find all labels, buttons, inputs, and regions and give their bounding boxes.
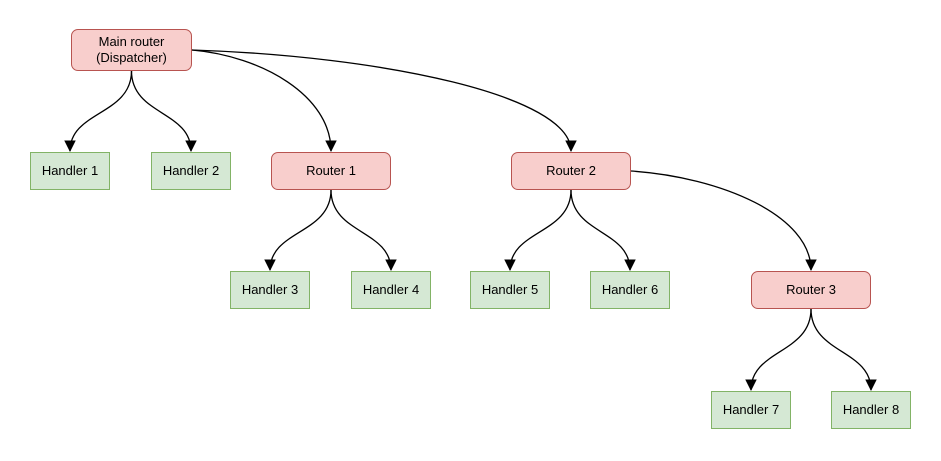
edge-router-1-to-handler-4: [330, 189, 397, 271]
edge-group: [64, 49, 877, 391]
edge-router-1-to-handler-3: [264, 189, 332, 271]
node-label: Router 2: [546, 162, 596, 178]
edge-main-router-to-handler-2: [130, 70, 197, 152]
node-label: (Dispatcher): [96, 50, 167, 65]
node-handler-4[interactable]: Handler 4: [351, 271, 431, 309]
node-label: Handler 6: [601, 281, 659, 297]
node-router-1[interactable]: Router 1: [271, 152, 391, 190]
node-label: Handler 8: [842, 401, 900, 417]
node-label: Router 3: [786, 281, 836, 297]
edge-router-2-to-router-3: [630, 170, 817, 271]
node-router-3[interactable]: Router 3: [751, 271, 871, 309]
node-label: Handler 2: [162, 162, 220, 178]
node-handler-2[interactable]: Handler 2: [151, 152, 231, 190]
node-label: Router 1: [306, 162, 356, 178]
node-label: Handler 4: [362, 281, 420, 297]
node-main-router[interactable]: Main router(Dispatcher): [71, 29, 192, 71]
edge-router-2-to-handler-6: [570, 189, 636, 271]
edge-router-3-to-handler-7: [745, 308, 812, 391]
edge-router-3-to-handler-8: [810, 308, 877, 391]
node-handler-1[interactable]: Handler 1: [30, 152, 110, 190]
node-handler-8[interactable]: Handler 8: [831, 391, 911, 429]
node-handler-5[interactable]: Handler 5: [470, 271, 550, 309]
edge-main-router-to-handler-1: [64, 70, 133, 152]
node-handler-3[interactable]: Handler 3: [230, 271, 310, 309]
edge-main-router-to-router-1: [191, 49, 337, 152]
node-label: Handler 1: [41, 162, 99, 178]
node-handler-6[interactable]: Handler 6: [590, 271, 670, 309]
edge-main-router-to-router-2: [191, 49, 577, 152]
node-label: Handler 3: [241, 281, 299, 297]
node-label: Main router: [98, 33, 165, 49]
node-router-2[interactable]: Router 2: [511, 152, 631, 190]
edge-router-2-to-handler-5: [504, 189, 572, 271]
node-label: Handler 5: [481, 281, 539, 297]
node-label: Handler 7: [722, 401, 780, 417]
node-handler-7[interactable]: Handler 7: [711, 391, 791, 429]
